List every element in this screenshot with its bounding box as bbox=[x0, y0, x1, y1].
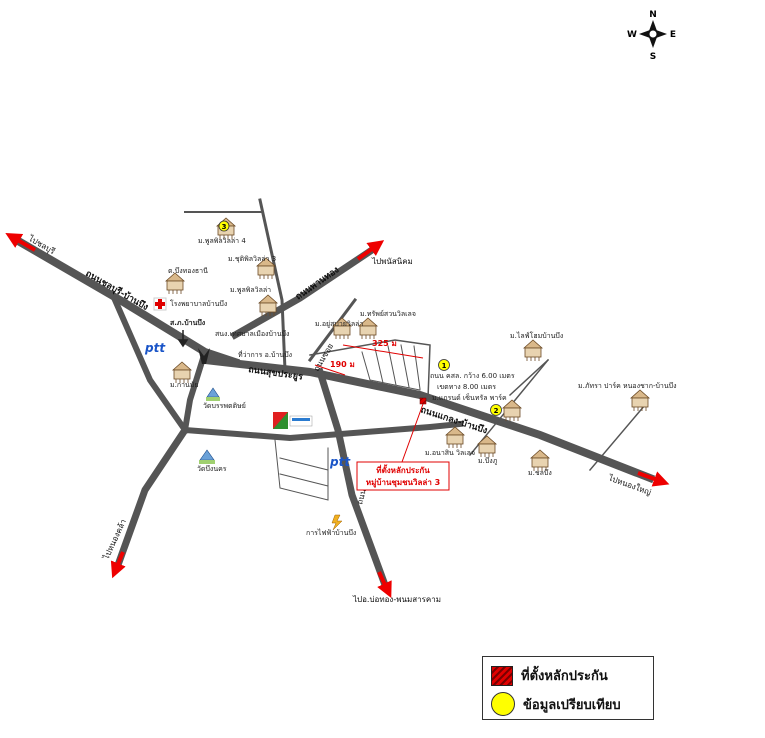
housing-grid-4 bbox=[400, 344, 410, 388]
label-road-width: ถนน คสล. กว้าง 6.00 เมตร bbox=[430, 372, 515, 380]
ptt-logo: ptt bbox=[329, 455, 351, 469]
legend-collateral-label: ที่ตั้งหลักประกัน bbox=[521, 669, 608, 684]
marker-2-label: 2 bbox=[494, 407, 499, 415]
label-bung-thongthani: ต.บึงทองธานี bbox=[168, 266, 208, 275]
temple-icon bbox=[206, 387, 220, 401]
hatched-square-icon bbox=[491, 665, 513, 686]
house-icon bbox=[172, 361, 192, 384]
label-pool-villa4: ม.พูลพิลวิลล่า 4 bbox=[198, 237, 246, 245]
label-to-bo-thong: ไปอ.บ่อทอง-พนมสารคาม bbox=[352, 595, 441, 604]
label-pattara: ม.ภัทรา ปาร์ค หนองชาก-บ้านบึง bbox=[578, 381, 677, 390]
compass-w: W bbox=[627, 30, 637, 40]
housing-south-grid-1 bbox=[279, 457, 329, 471]
label-pool-villa: ม.พูลพิลวิลล่า bbox=[230, 286, 271, 294]
temple-icon bbox=[199, 449, 215, 464]
collateral-callout: ที่ตั้งหลักประกัน หมู่บ้านชุมชนวิลล่า 3 bbox=[356, 461, 450, 491]
hospital-icon bbox=[153, 297, 167, 311]
ptt-logo: ptt bbox=[144, 341, 166, 355]
government-emblem-icon bbox=[198, 348, 210, 364]
marker-3-label: 3 bbox=[222, 223, 227, 231]
housing-grid-2 bbox=[374, 347, 384, 384]
comparison-marker-3: 3 bbox=[218, 220, 230, 232]
callout-line2: หมู่บ้านชุมชนวิลล่า 3 bbox=[366, 477, 440, 488]
label-district: ที่ว่าการ อ.บ้านบึง bbox=[238, 350, 292, 359]
compass: N S E W bbox=[627, 10, 676, 62]
road-soi-diag bbox=[307, 297, 358, 363]
legend-comparison-label: ข้อมูลเปรียบเทียบ bbox=[523, 697, 621, 713]
arrow-nong-khla-icon bbox=[110, 551, 126, 579]
road-inner bbox=[181, 348, 209, 434]
yellow-circle-icon bbox=[491, 692, 515, 716]
arrow-bo-thong-icon bbox=[377, 571, 392, 599]
house-icon bbox=[630, 389, 650, 412]
house-icon bbox=[165, 272, 185, 295]
label-anasinwillage: ม.อนาสิน วิลเลจ bbox=[425, 449, 475, 457]
comparison-marker-1: 1 bbox=[438, 359, 450, 371]
road-pattara bbox=[588, 403, 647, 472]
legend: ที่ตั้งหลักประกัน ข้อมูลเปรียบเทียบ bbox=[482, 656, 654, 720]
label-police: ส.ภ.บ้านบึง bbox=[170, 318, 206, 327]
direction-arrows bbox=[5, 233, 670, 599]
house-icon bbox=[523, 339, 543, 362]
housing-grid-1 bbox=[361, 351, 421, 391]
road-local-east bbox=[508, 358, 550, 397]
road-lower-horizontal bbox=[181, 420, 464, 442]
compass-e: E bbox=[670, 30, 676, 40]
label-pea: การไฟฟ้าบ้านบึง bbox=[306, 528, 356, 537]
callout-leader-line bbox=[401, 403, 424, 463]
compass-n: N bbox=[649, 10, 657, 20]
road-label-panthong: ถนนพานทอง bbox=[294, 265, 341, 302]
dimension-190-line bbox=[314, 364, 346, 376]
comparison-marker-2: 2 bbox=[490, 404, 502, 416]
pea-lightning-icon bbox=[331, 514, 343, 531]
label-chutiwilla3: ม.ชุติพิลวิลล่า 3 bbox=[228, 255, 276, 263]
road-to-bo-thong bbox=[315, 367, 390, 590]
label-wat: วัดบรรพตติษย์ bbox=[203, 402, 246, 410]
road-to-nong-khla bbox=[113, 425, 190, 570]
road-loop-left bbox=[111, 296, 190, 435]
roads bbox=[14, 198, 656, 590]
road-phanat-nikhom bbox=[230, 245, 377, 340]
label-municipal: สนง.เทศบาลเมืองบ้านบึง bbox=[215, 329, 289, 338]
collateral-site-marker bbox=[419, 397, 427, 405]
label-chon-bueng: ม.ชลบึง bbox=[528, 468, 552, 477]
compass-s: S bbox=[650, 52, 656, 62]
house-icon bbox=[530, 449, 550, 472]
legend-row-comparison: ข้อมูลเปรียบเทียบ bbox=[491, 692, 621, 716]
housing-south bbox=[274, 439, 329, 501]
label-lighthouse: ม.ไลฟ์โฮมบ้านบึง bbox=[510, 331, 563, 340]
arrow-nong-yai-icon bbox=[637, 471, 670, 487]
police-arrow-icon bbox=[177, 330, 189, 348]
label-hospital: โรงพยาบาลบ้านบึง bbox=[170, 299, 227, 308]
road-soi bbox=[309, 339, 431, 399]
label-to-phanat-nikhom: ไปพนัสนิคม bbox=[371, 257, 413, 266]
house-icon bbox=[477, 435, 497, 458]
shop-sign-icon bbox=[273, 412, 313, 429]
label-yu-sabai: ม.อยู่สบายวิลล่า bbox=[315, 320, 363, 328]
road-main-east bbox=[200, 355, 656, 484]
callout-line1: ที่ตั้งหลักประกัน bbox=[376, 464, 430, 475]
dimension-325-line bbox=[342, 344, 424, 359]
label-shoulder: เขตทาง 8.00 เมตร bbox=[437, 383, 496, 391]
label-bueng-phu: ม.บึงภู bbox=[478, 456, 498, 465]
road-north-local bbox=[258, 198, 287, 372]
road-chonburi-banbueng bbox=[14, 236, 241, 368]
arrow-chonburi-icon bbox=[5, 233, 36, 252]
housing-grid-3 bbox=[387, 345, 397, 386]
housing-south-grid-2 bbox=[279, 473, 329, 487]
marker-1-label: 1 bbox=[442, 362, 447, 370]
house-icon bbox=[502, 399, 522, 422]
label-d190: 190 ม bbox=[330, 360, 355, 369]
housing-grid-5 bbox=[413, 345, 421, 390]
arrow-phanat-nikhom-icon bbox=[356, 240, 385, 261]
label-kanmai: ม.กานมัย bbox=[170, 381, 199, 389]
label-d325: 325 ม bbox=[372, 339, 397, 348]
house-icon bbox=[445, 426, 465, 449]
label-ban-suan: ม.ทรัพย์สวนวิลเลจ bbox=[360, 310, 416, 318]
legend-row-collateral: ที่ตั้งหลักประกัน bbox=[491, 665, 608, 686]
label-wat-bueng: วัดบึงนคร bbox=[197, 464, 227, 473]
label-kasem-baan: ม.แกรนด์ เซ็นทรัล พาร์ค bbox=[432, 393, 507, 402]
